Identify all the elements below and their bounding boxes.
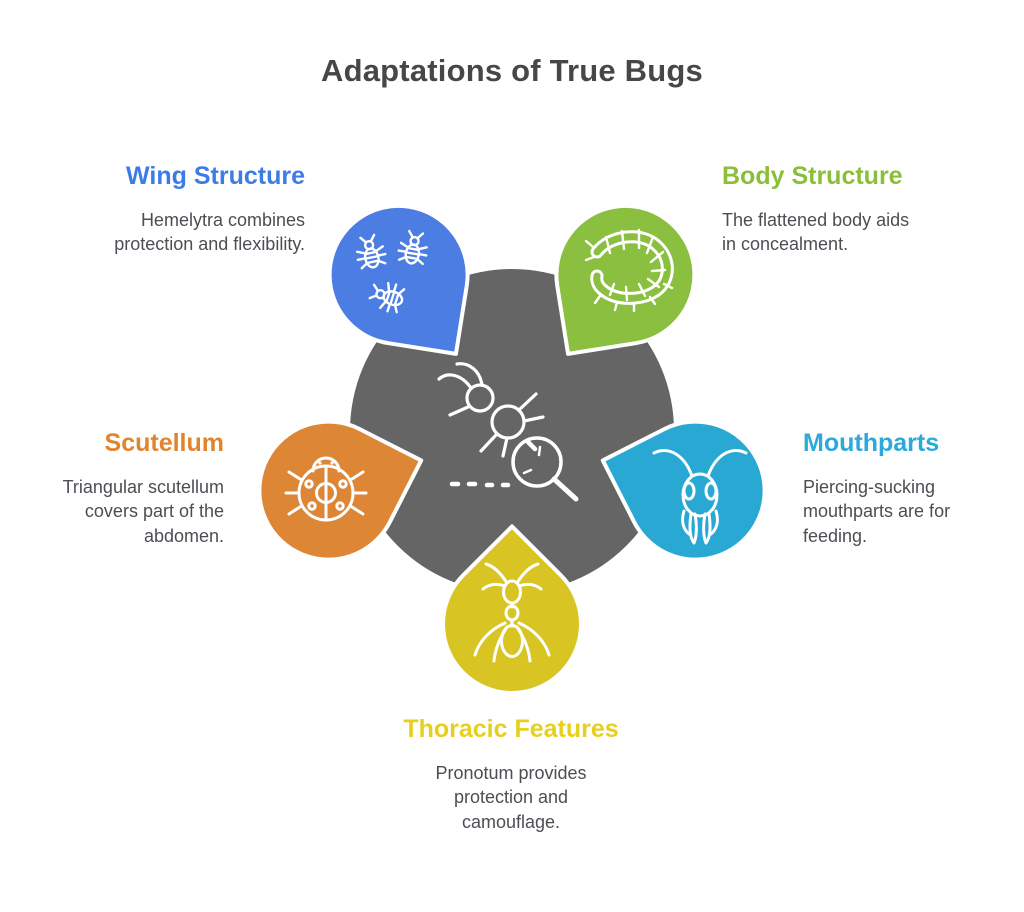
section-body-structure: Body Structure The flattened body aids i… <box>722 162 982 257</box>
section-description: The flattened body aids in concealment. <box>722 209 910 255</box>
section-thoracic-features: Thoracic Features Pronotum provides prot… <box>361 715 661 835</box>
insect-head-icon <box>652 449 748 545</box>
section-heading: Scutellum <box>104 429 224 457</box>
section-wing-structure: Wing Structure Hemelytra combines protec… <box>25 162 305 257</box>
dashed-trail <box>449 481 511 488</box>
section-heading: Thoracic Features <box>403 715 619 743</box>
section-description: Pronotum provides protection and camoufl… <box>435 762 587 833</box>
magnifier-icon <box>511 436 579 502</box>
ant-icon <box>473 562 551 663</box>
caterpillar-icon <box>584 228 674 313</box>
section-description: Piercing-sucking mouthparts are for feed… <box>803 476 951 547</box>
body-structure-petal <box>554 203 697 356</box>
section-heading: Wing Structure <box>126 162 305 190</box>
section-scutellum: Scutellum Triangular scutellum covers pa… <box>4 429 224 549</box>
section-description: Triangular scutellum covers part of the … <box>62 476 224 547</box>
scutellum-petal <box>257 419 424 562</box>
page-title: Adaptations of True Bugs <box>321 53 703 88</box>
section-description: Hemelytra combines protection and flexib… <box>114 209 305 255</box>
wing-structure-petal <box>327 203 470 356</box>
ladybug-icon <box>284 456 368 522</box>
bug-search-icon <box>437 362 579 502</box>
section-heading: Mouthparts <box>803 429 940 457</box>
section-heading: Body Structure <box>722 162 903 190</box>
section-mouthparts: Mouthparts Piercing-sucking mouthparts a… <box>803 429 1013 549</box>
